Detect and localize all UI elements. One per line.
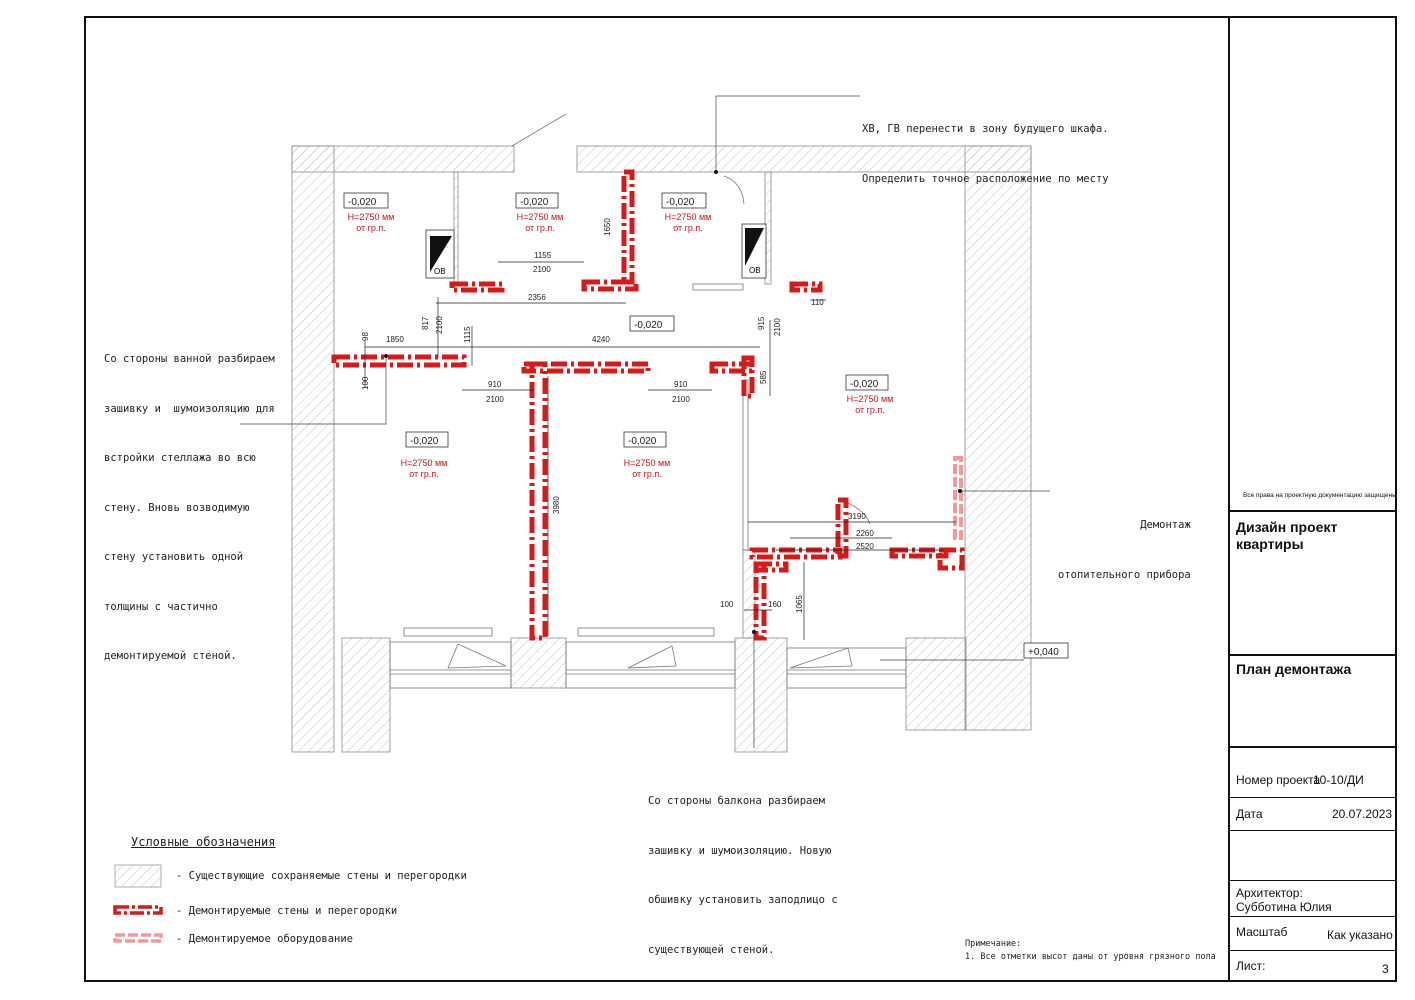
dimension-text: 910 [488, 380, 502, 389]
vent-label: ОВ [434, 267, 446, 276]
date-value: 20.07.2023 [1332, 807, 1393, 821]
dimension-text: 3980 [552, 496, 561, 514]
room-ref: от гр.п. [356, 223, 386, 233]
dimension-text: 2100 [435, 316, 444, 334]
red-dash-line-icon [113, 905, 163, 915]
pink-dash-line-icon [113, 933, 163, 943]
room-height: Н=2750 мм [401, 458, 448, 468]
sheet-value: 3 [1382, 962, 1389, 976]
dimension-text: 2260 [856, 529, 874, 538]
level-boxes [343, 192, 1069, 659]
left-callout-line: Со стороны ванной разбираем [104, 353, 275, 365]
room-ref: от гр.п. [525, 223, 555, 233]
left-callout-line: демонтируемой стеной. [104, 650, 237, 662]
bottom-callout-line: существующей стеной. [648, 943, 775, 956]
room-height: Н=2750 мм [665, 212, 712, 222]
dimension-text: 817 [421, 316, 430, 330]
project-number-value: 10-10/ДИ [1313, 773, 1364, 787]
hatch-swatch-icon [114, 864, 162, 888]
vent-shafts [425, 223, 767, 279]
dimension-text: 4240 [592, 335, 610, 344]
dimension-text: 3190 [848, 512, 866, 521]
room-ref: от гр.п. [855, 405, 885, 415]
room-level: -0,020 [628, 436, 657, 447]
remark-title: Примечание: [965, 939, 1022, 949]
project-title: Дизайн проект квартиры [1236, 519, 1338, 552]
room-height: Н=2750 мм [624, 458, 671, 468]
bottom-callout-line: Со стороны балкона разбираем [648, 795, 826, 807]
architect-name: Субботина Юлия [1236, 900, 1332, 914]
architect-label: Архитектор: [1236, 886, 1303, 900]
scale-value: Как указано [1327, 928, 1393, 942]
dimension-text: 2100 [533, 265, 551, 274]
project-number-label: Номер проекта [1236, 773, 1321, 787]
left-callout: Со стороны ванной разбираем зашивку и шу… [104, 318, 275, 681]
room-level: -0,020 [850, 379, 879, 390]
legend-label: - Демонтируемое оборудование [176, 933, 354, 945]
room-ref: от гр.п. [409, 469, 439, 479]
dimension-text: 1065 [795, 595, 804, 613]
scale-label: Масштаб [1236, 925, 1288, 939]
dimension-lines [364, 261, 956, 640]
top-callout-line: Определить точное расположение по месту [862, 172, 1109, 185]
left-callout-line: стену. Вновь возводимую [104, 501, 250, 514]
dimension-text: 1650 [603, 218, 612, 236]
legend-title: Условные обозначения [131, 835, 276, 849]
room-ref: от гр.п. [632, 469, 662, 479]
room-level: -0,020 [348, 197, 377, 208]
vent-label: ОВ [749, 266, 761, 275]
room-height: Н=2750 мм [348, 212, 395, 222]
bottom-callout: Со стороны балкона разбираем зашивку и ш… [648, 760, 838, 975]
hall-level: -0,020 [634, 320, 663, 331]
dimension-text: 2100 [486, 395, 504, 404]
remark-text: 1. Все отметки высот даны от уровня гряз… [965, 952, 1216, 962]
room-ref: от гр.п. [673, 223, 703, 233]
existing-walls [291, 145, 1032, 753]
left-callout-line: зашивку и шумоизоляцию для [104, 402, 275, 415]
dimension-text: 2356 [528, 293, 546, 302]
room-level: -0,020 [666, 197, 695, 208]
sheet-label: Лист: [1236, 959, 1266, 973]
room-level: -0,020 [410, 436, 439, 447]
left-callout-line: встройки стеллажа во всю [104, 452, 256, 464]
dimension-text: 2100 [672, 395, 690, 404]
drawing-frame [84, 16, 1397, 982]
sheet-title: План демонтажа [1236, 661, 1352, 677]
dimension-text: 98 [361, 332, 370, 341]
bottom-callout-line: обшивку установить заподлицо с [648, 894, 838, 906]
room-level: -0,020 [520, 197, 549, 208]
legend-label: - Демонтируемые стены и перегородки [176, 905, 398, 917]
room-height: Н=2750 мм [847, 394, 894, 404]
dimension-text: 585 [759, 370, 768, 384]
right-callout: Демонтаж отопительного прибора [1058, 484, 1191, 600]
dimension-text: 1155 [534, 251, 552, 260]
bottom-callout-line: зашивку и шумоизоляцию. Новую [648, 844, 832, 857]
room-height: Н=2750 мм [517, 212, 564, 222]
windows [389, 113, 907, 689]
rights-note: Все права на проектную документацию защи… [1243, 492, 1397, 499]
dimension-text: 1850 [386, 335, 404, 344]
right-callout-line: отопительного прибора [1058, 568, 1191, 581]
dimension-text: 1115 [463, 326, 472, 343]
left-callout-line: стену установить одной [104, 551, 244, 563]
dimension-text: 100 [720, 600, 734, 609]
dimension-text: 2100 [773, 318, 782, 336]
top-callout-line: ХВ, ГВ перенести в зону будущего шкафа. [862, 123, 1109, 135]
dimension-text: 2520 [856, 542, 874, 551]
right-callout-line: Демонтаж [1140, 519, 1191, 531]
dimension-text: 160 [768, 600, 782, 609]
left-callout-line: толщины с частично [104, 600, 218, 613]
top-callout: ХВ, ГВ перенести в зону будущего шкафа. … [862, 88, 1109, 204]
dimension-text: 910 [674, 380, 688, 389]
leader-lines [240, 95, 1050, 748]
date-label: Дата [1236, 807, 1263, 821]
balcony-level: +0,040 [1028, 647, 1059, 658]
demolished-equipment [953, 456, 963, 540]
leader-dots [384, 170, 962, 634]
dimension-text: 110 [811, 298, 824, 307]
dimension-text: 915 [757, 316, 766, 330]
legend-label: - Существующие сохраняемые стены и перег… [176, 870, 467, 882]
dimension-text: 100 [361, 376, 370, 390]
